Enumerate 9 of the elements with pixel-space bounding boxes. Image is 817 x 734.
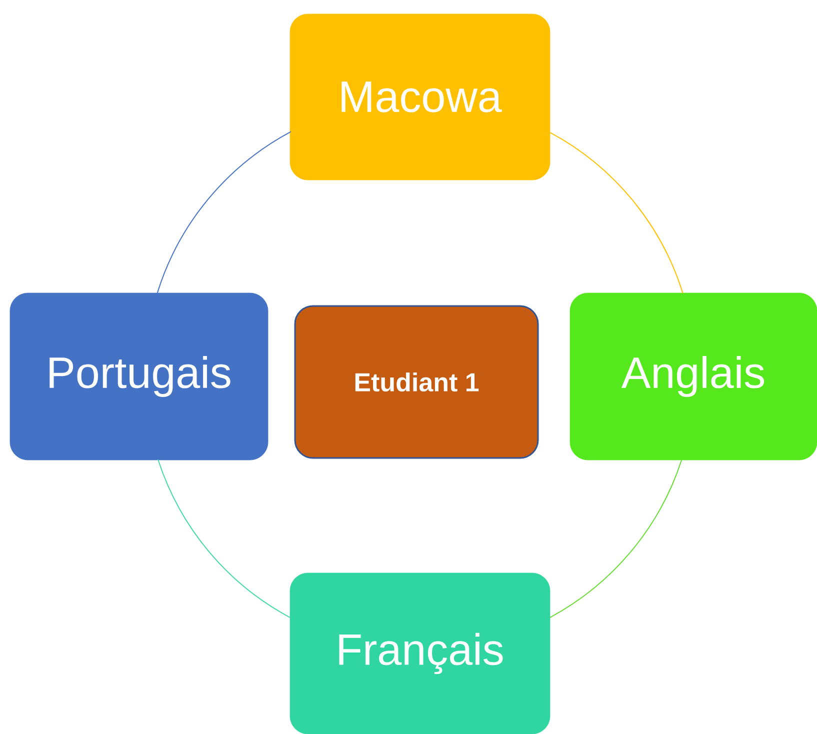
language-box: Anglais xyxy=(570,292,817,460)
language-box: Portugais xyxy=(10,292,268,460)
connector-arc xyxy=(158,460,290,618)
language-box: Français xyxy=(290,572,550,734)
language-box: Macowa xyxy=(290,14,550,180)
connector-arc xyxy=(549,460,682,618)
connector-arc xyxy=(550,132,684,294)
connector-arc xyxy=(156,132,290,294)
language-box: Etudiant 1 xyxy=(294,305,539,459)
